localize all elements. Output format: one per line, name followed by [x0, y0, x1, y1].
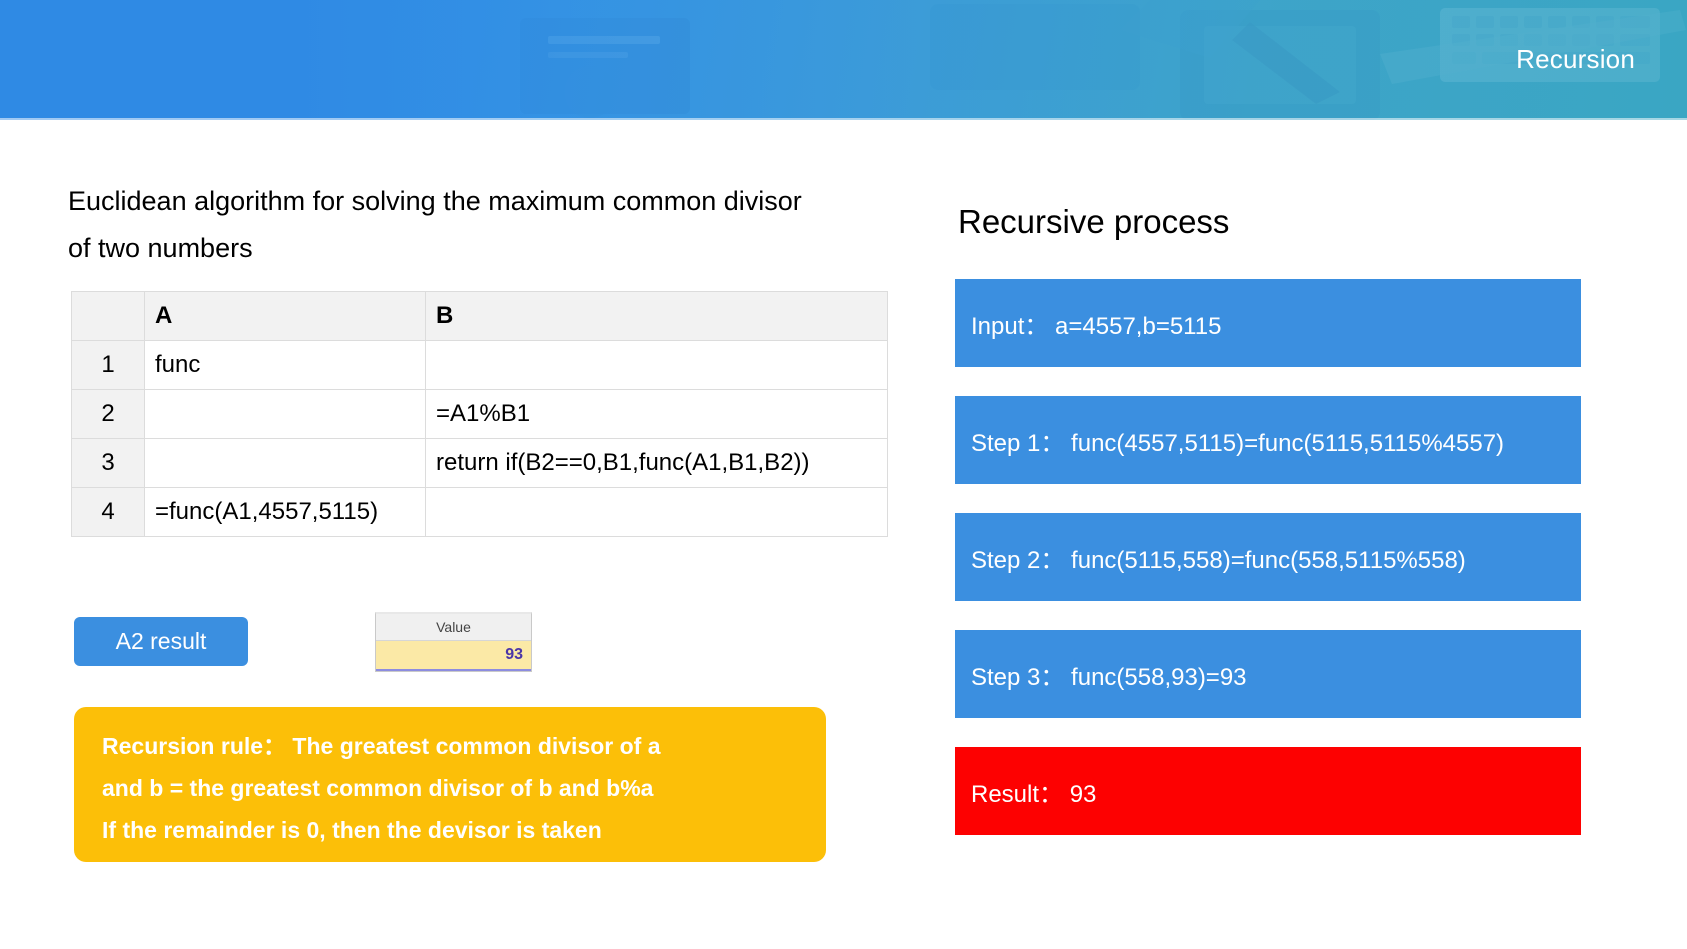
header-banner: Recursion [0, 0, 1687, 120]
cell-b3-text: return if(B2==0,B1,func(A1,B1,B2)) [436, 449, 810, 476]
table-row: 4 =func(A1,4557,5115) [71, 487, 888, 537]
a2-result-button[interactable]: A2 result [74, 617, 248, 666]
recursion-rule-callout: Recursion rule： The greatest common divi… [74, 707, 826, 862]
process-box-result: Result： 93 [955, 747, 1581, 835]
column-header-a: A [144, 291, 426, 341]
rule-line-2: and b = the greatest common divisor of b… [102, 775, 654, 801]
value-header: Value [376, 614, 531, 641]
row-header-1: 1 [71, 340, 145, 390]
process-box-step-1: Step 1： func(4557,5115)=func(5115,5115%4… [955, 396, 1581, 484]
cell-a4[interactable]: =func(A1,4557,5115) [144, 487, 426, 537]
cell-b3[interactable]: return if(B2==0,B1,func(A1,B1,B2)) [425, 438, 888, 488]
recursive-process-title: Recursive process [958, 203, 1230, 240]
cell-a3[interactable] [144, 438, 426, 488]
banner-divider [0, 118, 1687, 120]
banner-overlay [0, 0, 1687, 120]
sheet-corner-cell [71, 291, 145, 341]
process-box-step-3: Step 3： func(558,93)=93 [955, 630, 1581, 718]
process-box-step-2: Step 2： func(5115,558)=func(558,5115%558… [955, 513, 1581, 601]
process-box-input: Input： a=4557,b=5115 [955, 279, 1581, 367]
row-header-3: 3 [71, 438, 145, 488]
cell-a2[interactable] [144, 389, 426, 439]
formula-sheet-table: A B 1 func 2 =A1%B1 3 return if(B2==0,B1… [71, 291, 888, 537]
row-header-4: 4 [71, 487, 145, 537]
cell-b1[interactable] [425, 340, 888, 390]
lead-description: Euclidean algorithm for solving the maxi… [68, 186, 802, 263]
row-header-2: 2 [71, 389, 145, 439]
value-readout: Value 93 [375, 612, 532, 672]
table-header-row: A B [71, 291, 888, 341]
cell-b2[interactable]: =A1%B1 [425, 389, 888, 439]
table-row: 2 =A1%B1 [71, 389, 888, 439]
rule-line-1: Recursion rule： The greatest common divi… [102, 733, 661, 759]
slide-title: Recursion [1516, 44, 1635, 74]
column-header-b: B [425, 291, 888, 341]
cell-b4[interactable] [425, 487, 888, 537]
value-cell: 93 [376, 641, 531, 671]
table-row: 3 return if(B2==0,B1,func(A1,B1,B2)) [71, 438, 888, 488]
rule-line-3: If the remainder is 0, then the devisor … [102, 817, 602, 843]
cell-a1[interactable]: func [144, 340, 426, 390]
table-row: 1 func [71, 340, 888, 390]
